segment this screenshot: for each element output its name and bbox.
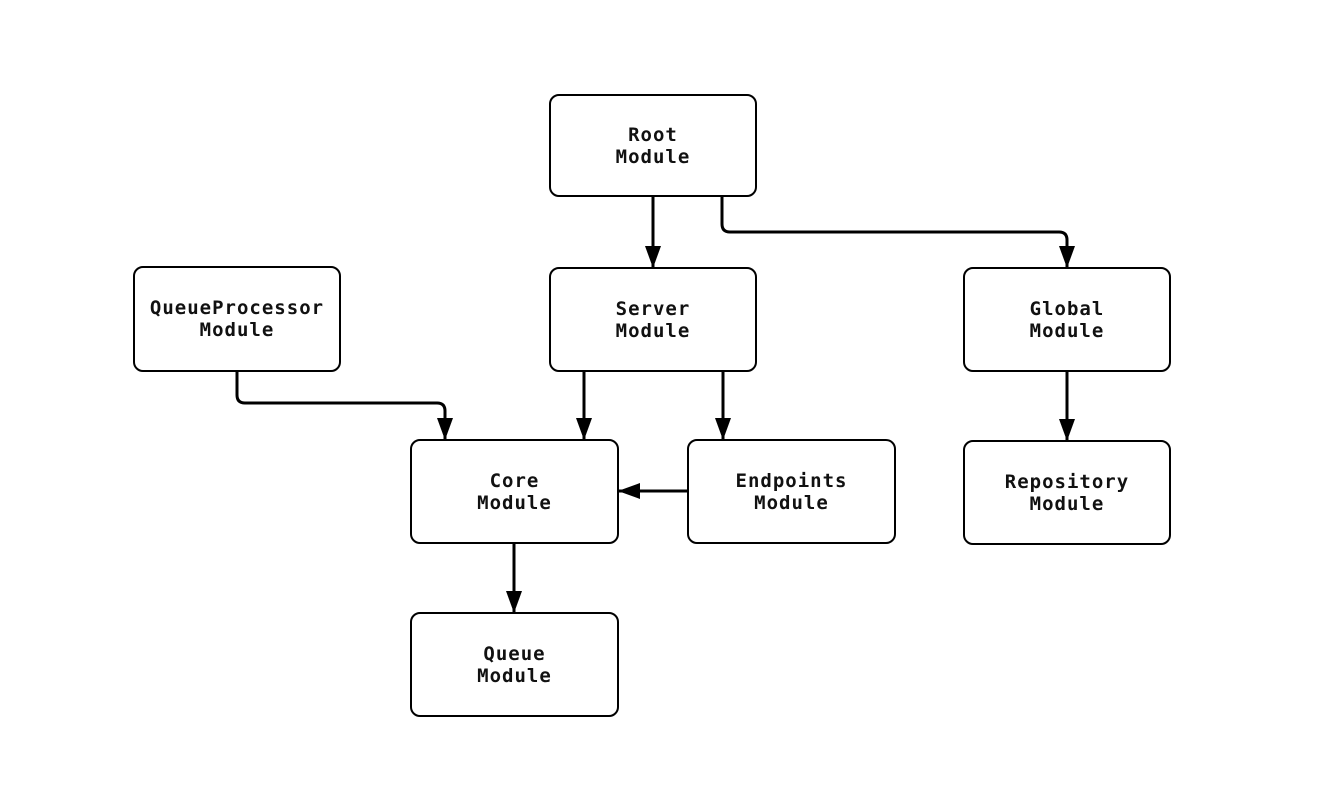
node-queue-module-label: Queue Module [477, 642, 552, 687]
node-repository-module-label: Repository Module [1004, 470, 1130, 515]
node-queueprocessor-module: QueueProcessor Module [133, 266, 341, 372]
node-core-module: Core Module [410, 439, 619, 544]
node-endpoints-module: Endpoints Module [687, 439, 896, 544]
node-global-module-label: Global Module [1029, 297, 1105, 342]
node-server-module-label: Server Module [615, 297, 691, 342]
node-queue-module: Queue Module [410, 612, 619, 717]
node-server-module: Server Module [549, 267, 757, 372]
node-root-module: Root Module [549, 94, 757, 197]
node-repository-module: Repository Module [963, 440, 1171, 545]
node-root-module-label: Root Module [615, 123, 691, 168]
node-core-module-label: Core Module [477, 469, 552, 514]
edge-root-to-global [720, 197, 1075, 268]
node-global-module: Global Module [963, 267, 1171, 372]
edge-queueprocessor-to-core [235, 372, 453, 440]
node-endpoints-module-label: Endpoints Module [735, 469, 848, 514]
node-queueprocessor-module-label: QueueProcessor Module [149, 297, 325, 341]
